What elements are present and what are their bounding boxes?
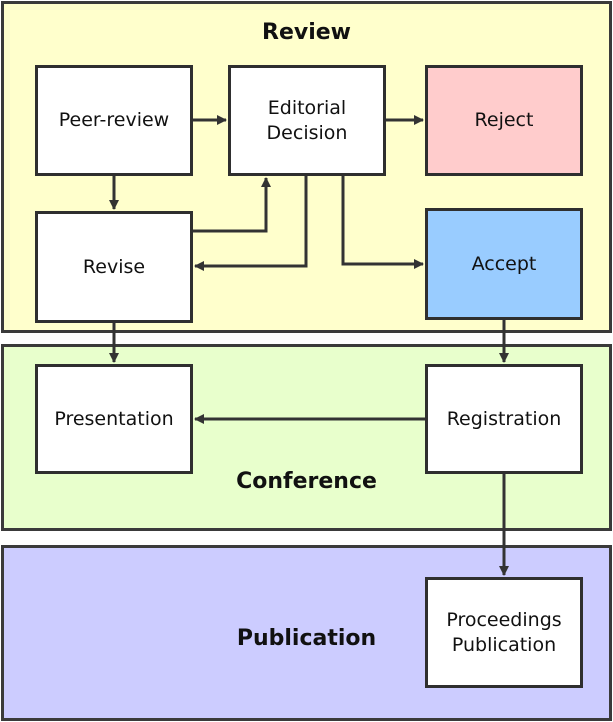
editorial-decision-node: Editorial Decision bbox=[228, 65, 386, 176]
publication-section-title: Publication bbox=[236, 626, 377, 651]
revise-node: Revise bbox=[35, 211, 193, 323]
presentation-node: Presentation bbox=[35, 364, 193, 474]
conference-section-title: Conference bbox=[236, 469, 377, 494]
accept-node: Accept bbox=[425, 208, 583, 320]
registration-node: Registration bbox=[425, 364, 583, 474]
review-section-title: Review bbox=[262, 20, 351, 45]
proceedings-publication-node: Proceedings Publication bbox=[425, 577, 583, 688]
reject-node: Reject bbox=[425, 65, 583, 176]
peer-review-node: Peer-review bbox=[35, 65, 193, 176]
